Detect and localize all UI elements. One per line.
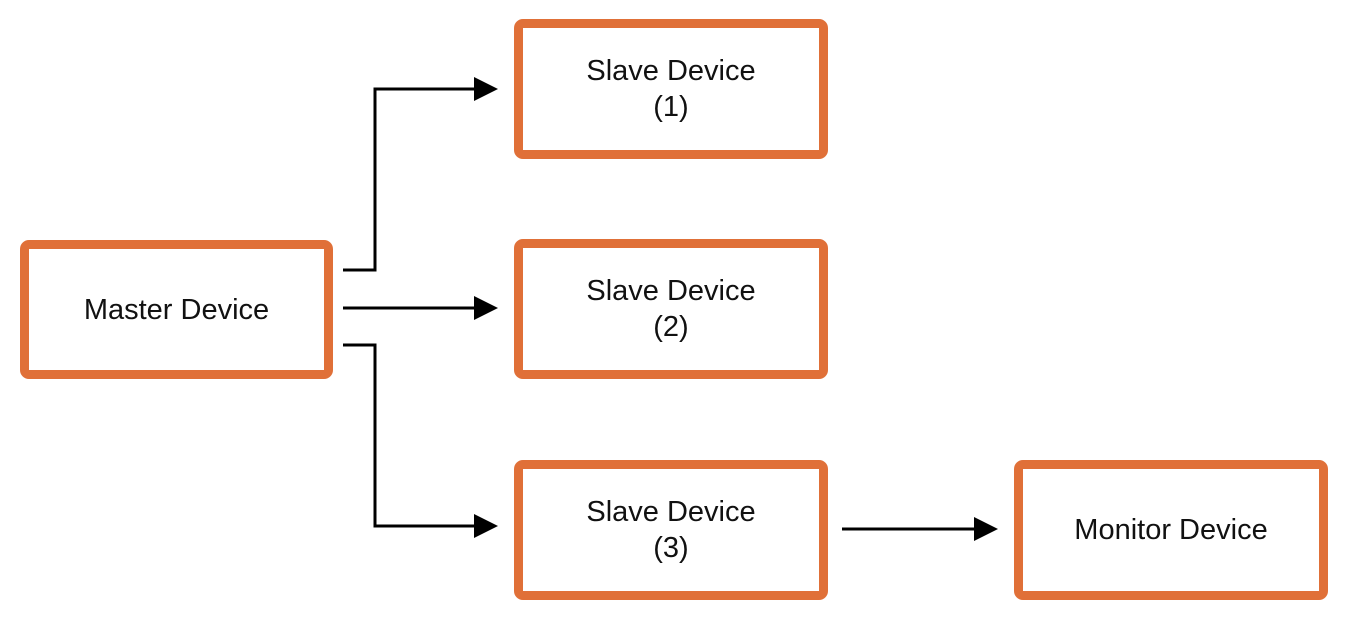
slave-device-3-node: Slave Device (3) [514, 460, 828, 600]
slave-device-1-label: Slave Device [586, 55, 756, 87]
monitor-device-label: Monitor Device [1074, 514, 1268, 546]
master-device-node: Master Device [20, 240, 333, 379]
edge-master-to-slave1 [343, 77, 498, 272]
master-device-label: Master Device [83, 293, 270, 326]
slave-device-2-label: Slave Device [586, 275, 756, 307]
edge-master-to-slave3 [343, 343, 498, 538]
slave-device-3-label: Slave Device [586, 496, 756, 528]
slave-device-1-number: (1) [653, 91, 689, 123]
slave-device-2-number: (2) [653, 311, 689, 343]
slave-device-2-node: Slave Device (2) [514, 239, 828, 379]
slave-device-1-node: Slave Device (1) [514, 19, 828, 159]
monitor-device-node: Monitor Device [1014, 460, 1328, 600]
slave-device-3-number: (3) [653, 532, 689, 564]
